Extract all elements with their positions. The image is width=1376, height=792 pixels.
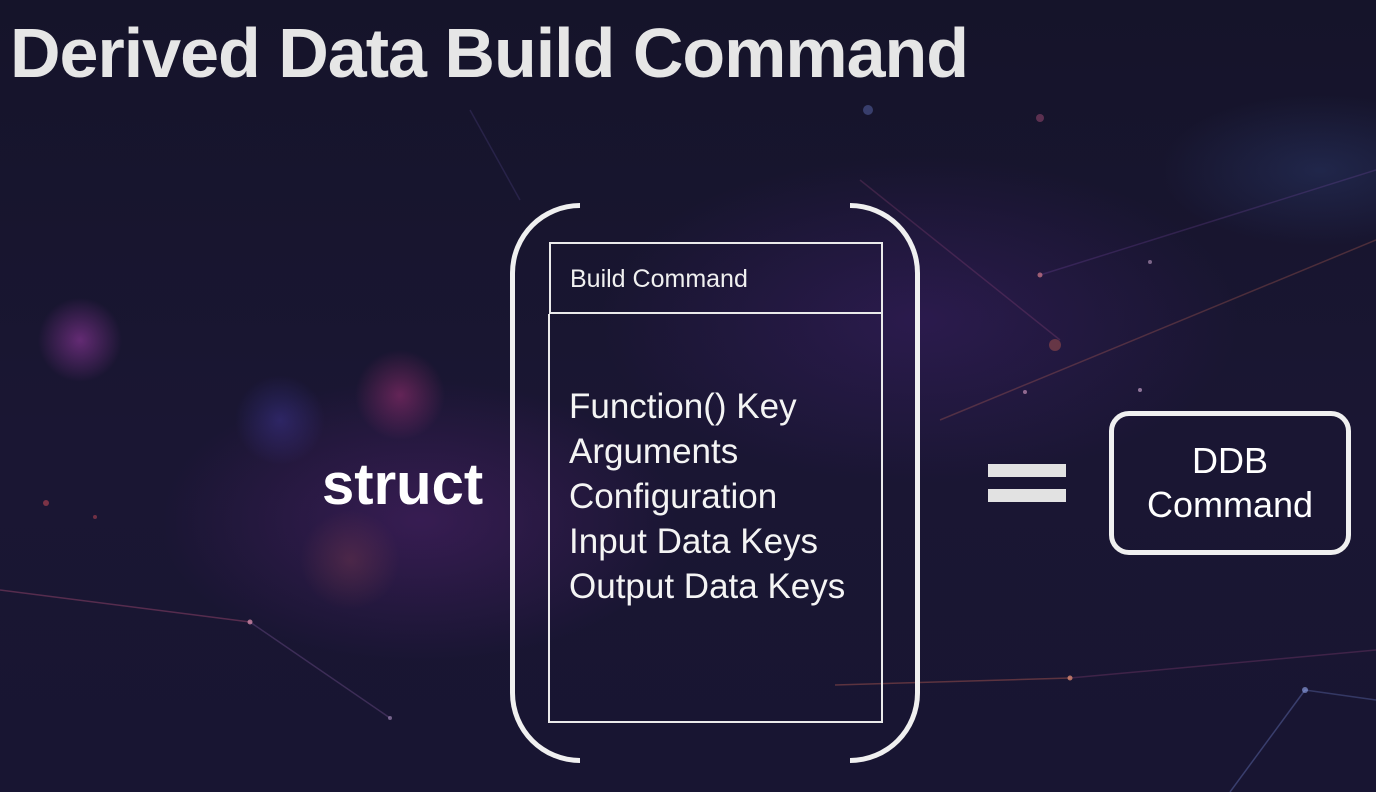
struct-label: struct: [322, 452, 484, 517]
build-command-fields-box: Function() Key Arguments Configuration I…: [548, 314, 883, 723]
field-configuration: Configuration: [569, 477, 778, 516]
field-output-data-keys: Output Data Keys: [569, 567, 846, 606]
build-command-header-box: Build Command: [549, 242, 883, 314]
equals-bar-top: [988, 464, 1066, 477]
build-command-field-list: Function() Key Arguments Configuration I…: [569, 384, 845, 609]
ddb-command-box: DDB Command: [1109, 411, 1351, 555]
ddb-command-label: DDB Command: [1147, 439, 1313, 527]
field-arguments: Arguments: [569, 432, 739, 471]
build-command-header-label: Build Command: [570, 265, 748, 293]
ddb-command-line2: Command: [1146, 484, 1314, 525]
ddb-command-line1: DDB: [1191, 440, 1268, 481]
page-title: Derived Data Build Command: [10, 14, 969, 92]
field-function-key: Function() Key: [569, 387, 797, 426]
field-input-data-keys: Input Data Keys: [569, 522, 819, 561]
equals-bar-bottom: [988, 489, 1066, 502]
equals-sign: [988, 464, 1066, 502]
